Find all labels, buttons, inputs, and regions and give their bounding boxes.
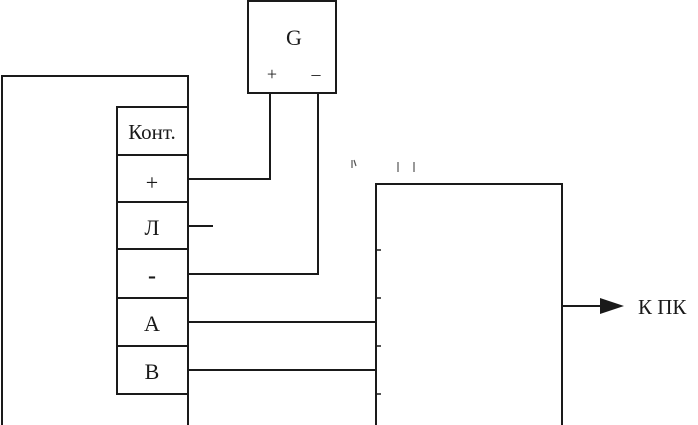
- power-source-label: G: [286, 25, 302, 50]
- terminal-block: Конт. + Л - A B: [116, 106, 189, 395]
- power-source: G + –: [247, 0, 337, 94]
- terminal-label-b: B: [145, 359, 160, 384]
- converter-ticks: [376, 249, 381, 395]
- terminal-label-l: Л: [145, 215, 160, 240]
- terminal-label-minus: -: [148, 263, 156, 289]
- wires: [188, 93, 605, 371]
- arrow-head-icon: [600, 298, 624, 314]
- output-label: К ПК: [638, 295, 687, 319]
- terminal-label-a: A: [144, 311, 160, 336]
- power-source-plus: +: [267, 64, 277, 84]
- converter-box: [375, 183, 563, 425]
- terminal-label-plus: +: [146, 170, 158, 195]
- terminal-header-label: Конт.: [128, 120, 176, 144]
- power-source-minus: –: [311, 64, 322, 84]
- wire-minus: [188, 93, 319, 275]
- scan-artifact: [351, 159, 415, 172]
- wire-plus: [188, 93, 271, 180]
- power-source-box: [247, 0, 337, 94]
